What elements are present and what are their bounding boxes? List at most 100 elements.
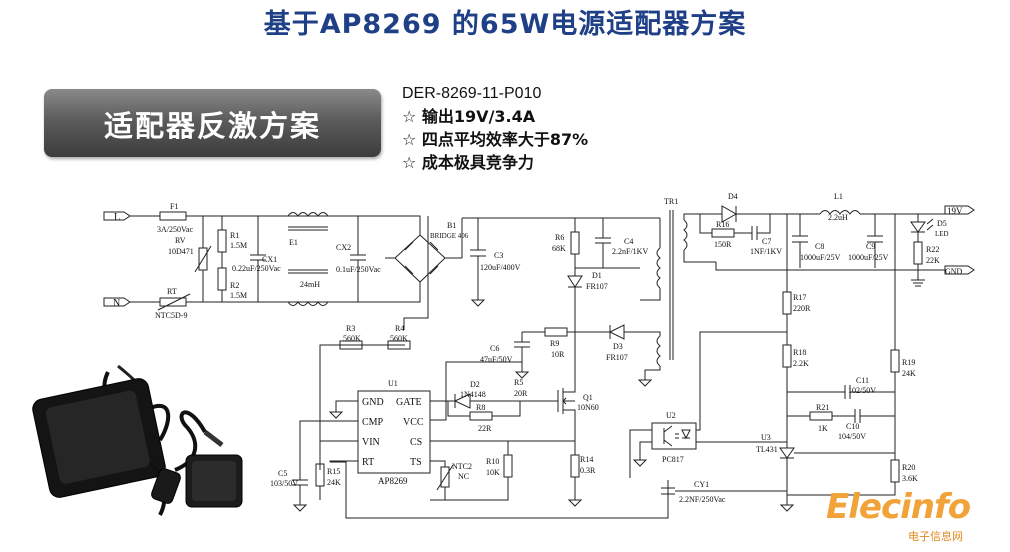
svg-text:2.2NF/250Vac: 2.2NF/250Vac bbox=[679, 495, 726, 504]
resistor-r1 bbox=[217, 229, 227, 253]
svg-text:U2: U2 bbox=[666, 411, 676, 420]
led-d5 bbox=[910, 214, 926, 242]
svg-text:L: L bbox=[114, 212, 120, 223]
resistor-r9 bbox=[544, 327, 568, 337]
svg-text:NTC2: NTC2 bbox=[452, 462, 472, 471]
ground-icon bbox=[292, 504, 308, 512]
svg-text:R19: R19 bbox=[902, 358, 915, 367]
svg-text:47uF/50V: 47uF/50V bbox=[480, 355, 513, 364]
svg-text:0.1uF/250Vac: 0.1uF/250Vac bbox=[336, 265, 381, 274]
diode-d2 bbox=[430, 393, 550, 409]
svg-text:C8: C8 bbox=[815, 242, 824, 251]
svg-text:NTC5D-9: NTC5D-9 bbox=[155, 311, 187, 320]
svg-text:R1: R1 bbox=[230, 231, 239, 240]
svg-text:AP8269: AP8269 bbox=[378, 476, 408, 486]
svg-text:R18: R18 bbox=[793, 348, 806, 357]
svg-text:FR107: FR107 bbox=[586, 282, 608, 291]
svg-text:C9: C9 bbox=[866, 242, 875, 251]
svg-text:D4: D4 bbox=[728, 192, 738, 201]
svg-text:LED: LED bbox=[935, 230, 949, 238]
svg-text:103/50V: 103/50V bbox=[270, 479, 298, 488]
optocoupler-u2 bbox=[629, 418, 787, 478]
svg-text:R9: R9 bbox=[550, 339, 559, 348]
capacitor-c6 bbox=[430, 332, 530, 421]
diode-d4 bbox=[698, 205, 820, 223]
adapter-photo bbox=[32, 364, 243, 516]
ground-icon bbox=[632, 459, 648, 467]
svg-text:CY1: CY1 bbox=[694, 480, 709, 489]
svg-text:RT: RT bbox=[167, 287, 177, 296]
svg-text:2.2nF/1KV: 2.2nF/1KV bbox=[612, 247, 648, 256]
svg-text:120uF/400V: 120uF/400V bbox=[480, 263, 521, 272]
svg-text:R2: R2 bbox=[230, 281, 239, 290]
capacitor-c8 bbox=[792, 214, 808, 268]
capacitor-c3 bbox=[470, 218, 486, 300]
svg-text:150R: 150R bbox=[714, 240, 732, 249]
spec-list: DER-8269-11-P010 ☆ 输出19V/3.4A ☆ 四点平均效率大于… bbox=[402, 82, 588, 174]
resistor-r3 bbox=[339, 340, 363, 350]
resistor-r18 bbox=[782, 344, 792, 368]
resistor-r6 bbox=[570, 231, 580, 255]
svg-text:0.22uF/250Vac: 0.22uF/250Vac bbox=[232, 264, 281, 273]
ground-icon bbox=[779, 504, 795, 512]
svg-text:2.2uH: 2.2uH bbox=[828, 213, 848, 222]
diode-d1 bbox=[567, 268, 583, 310]
svg-text:FR107: FR107 bbox=[606, 353, 628, 362]
svg-text:U3: U3 bbox=[761, 433, 771, 442]
svg-text:RT: RT bbox=[362, 457, 374, 468]
svg-text:560K: 560K bbox=[390, 334, 408, 343]
svg-text:1N4148: 1N4148 bbox=[460, 390, 486, 399]
banner-label: 适配器反激方案 bbox=[103, 109, 321, 143]
svg-text:VCC: VCC bbox=[403, 417, 424, 428]
spec-item: ☆ 成本极具竞争力 bbox=[402, 153, 534, 172]
svg-text:GND: GND bbox=[362, 397, 384, 408]
page-title: 基于AP8269 的65W电源适配器方案 bbox=[263, 9, 747, 40]
svg-text:24K: 24K bbox=[327, 478, 341, 487]
svg-text:22K: 22K bbox=[926, 256, 940, 265]
spec-item: ☆ 输出19V/3.4A bbox=[402, 107, 536, 126]
svg-text:10D471: 10D471 bbox=[168, 247, 194, 256]
svg-text:0.3R: 0.3R bbox=[580, 466, 596, 475]
svg-text:C4: C4 bbox=[624, 237, 633, 246]
svg-text:R6: R6 bbox=[555, 233, 564, 242]
svg-text:24K: 24K bbox=[902, 369, 916, 378]
svg-text:C10: C10 bbox=[846, 422, 859, 431]
svg-text:1K: 1K bbox=[818, 424, 828, 433]
svg-text:3.6K: 3.6K bbox=[902, 474, 918, 483]
resistor-r21 bbox=[809, 411, 833, 421]
svg-text:104/50V: 104/50V bbox=[838, 432, 866, 441]
terminal-n: N bbox=[103, 297, 131, 309]
svg-text:20R: 20R bbox=[514, 389, 528, 398]
svg-text:R15: R15 bbox=[327, 467, 340, 476]
svg-text:D5: D5 bbox=[937, 219, 947, 228]
svg-text:10R: 10R bbox=[551, 350, 565, 359]
svg-text:R10: R10 bbox=[486, 457, 499, 466]
svg-text:68K: 68K bbox=[552, 244, 566, 253]
fuse-f1 bbox=[159, 211, 187, 221]
svg-text:220R: 220R bbox=[793, 304, 811, 313]
svg-text:B1: B1 bbox=[447, 221, 456, 230]
svg-text:C3: C3 bbox=[494, 251, 503, 260]
resistor-r8 bbox=[469, 411, 493, 421]
capacitor-cy1 bbox=[345, 480, 787, 519]
capacitor-c11 bbox=[787, 385, 895, 399]
svg-text:D2: D2 bbox=[470, 380, 480, 389]
transformer-tr1 bbox=[640, 210, 716, 367]
svg-text:D1: D1 bbox=[592, 271, 602, 280]
svg-text:D3: D3 bbox=[613, 342, 623, 351]
inductor-l1 bbox=[819, 210, 945, 215]
svg-text:1.5M: 1.5M bbox=[230, 241, 247, 250]
svg-text:22R: 22R bbox=[478, 424, 492, 433]
terminal-gnd: GND bbox=[944, 265, 975, 276]
svg-text:R16: R16 bbox=[716, 220, 729, 229]
svg-text:24mH: 24mH bbox=[300, 280, 320, 289]
svg-text:BRIDGE 406: BRIDGE 406 bbox=[430, 232, 469, 240]
svg-text:PC817: PC817 bbox=[662, 455, 684, 464]
svg-text:102/50V: 102/50V bbox=[848, 386, 876, 395]
diode-d3 bbox=[567, 324, 661, 340]
mosfet-q1 bbox=[550, 310, 576, 455]
svg-text:U1: U1 bbox=[388, 379, 398, 388]
label-ref: F1 bbox=[170, 202, 178, 211]
svg-text:R21: R21 bbox=[816, 403, 829, 412]
